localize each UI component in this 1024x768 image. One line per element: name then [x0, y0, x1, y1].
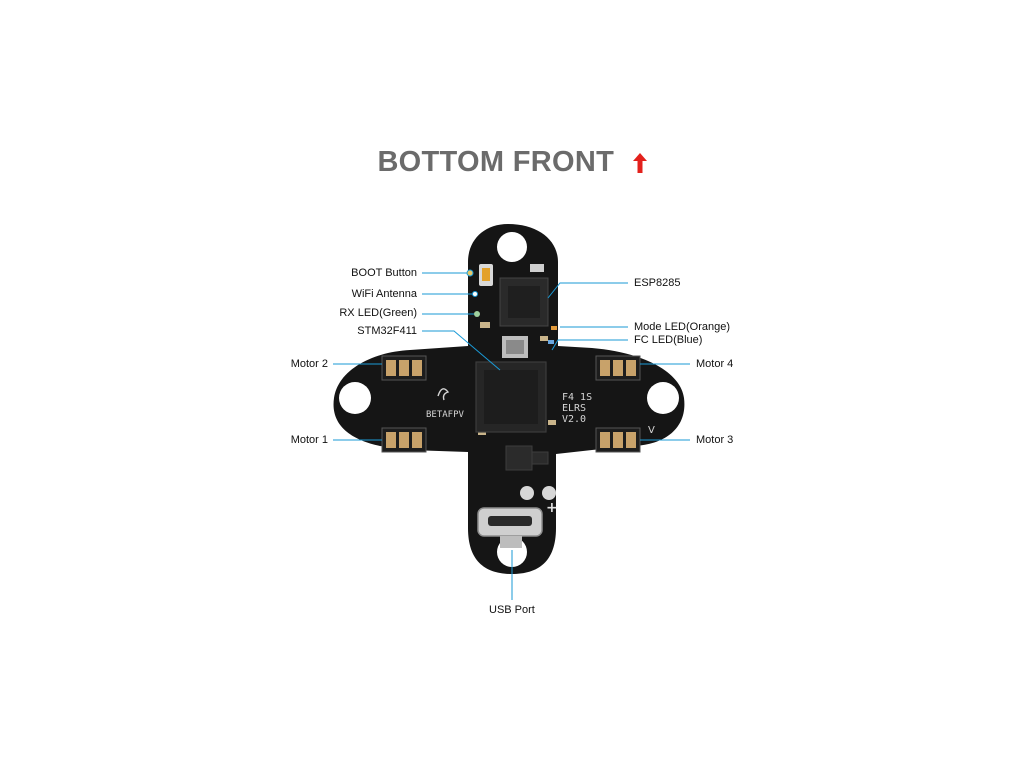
- label-rx-led: RX LED(Green): [339, 307, 417, 319]
- label-fc-led: FC LED(Blue): [634, 334, 703, 346]
- motor3-connector: [595, 427, 641, 453]
- label-boot-button: BOOT Button: [351, 267, 417, 279]
- diagram-title: BOTTOM FRONT: [0, 146, 1024, 179]
- fc-led: [548, 340, 554, 344]
- label-motor1: Motor 1: [290, 434, 328, 446]
- usb-port-opening: [488, 516, 532, 526]
- power-pad-minus: [520, 486, 534, 500]
- cap-2: [540, 336, 548, 341]
- smd-pad: [530, 264, 544, 272]
- betafpv-logo-icon: [437, 388, 450, 401]
- label-motor2: Motor 2: [290, 358, 328, 370]
- label-motor3: Motor 3: [696, 434, 734, 446]
- leader-fc: [551, 339, 628, 351]
- regulator: [505, 445, 533, 471]
- leader-wifi-dot: [472, 291, 478, 297]
- mode-led: [551, 326, 557, 330]
- stm32-die: [484, 370, 538, 424]
- leader-boot-dot: [466, 269, 474, 277]
- silk-brand: BETAFPV: [426, 410, 465, 420]
- title-text: BOTTOM FRONT: [377, 146, 615, 178]
- label-usb-port: USB Port: [489, 604, 535, 616]
- ic-small: [531, 451, 549, 465]
- motor4-connector: [595, 355, 641, 381]
- rx-led: [474, 311, 480, 317]
- silk-plus: +: [546, 500, 558, 516]
- label-wifi-antenna: WiFi Antenna: [351, 288, 417, 300]
- motor1-connector: [381, 427, 427, 453]
- leader-stm32: [422, 330, 501, 371]
- up-arrow-icon: [632, 152, 647, 173]
- esp8285-die: [508, 286, 540, 318]
- cap-4: [548, 420, 556, 425]
- crystal-inner: [506, 340, 524, 354]
- boot-button-cap: [482, 268, 490, 281]
- leader-esp: [547, 282, 628, 299]
- motor2-connector: [381, 355, 427, 381]
- mount-hole-top: [497, 232, 527, 262]
- label-motor4: Motor 4: [696, 358, 734, 370]
- silk-model-line2: ELRS: [562, 403, 586, 414]
- cap-1: [480, 322, 490, 328]
- mount-hole-right: [647, 382, 679, 414]
- usb-pins: [500, 536, 522, 548]
- mount-hole-left: [339, 382, 371, 414]
- label-mode-led: Mode LED(Orange): [634, 321, 730, 333]
- silk-v: V: [648, 425, 655, 436]
- label-esp8285: ESP8285: [634, 277, 681, 289]
- label-stm32: STM32F411: [357, 325, 417, 337]
- silk-model-line3: V2.0: [562, 414, 586, 425]
- silk-model-line1: F4 1S: [562, 392, 592, 403]
- power-pad-plus: [542, 486, 556, 500]
